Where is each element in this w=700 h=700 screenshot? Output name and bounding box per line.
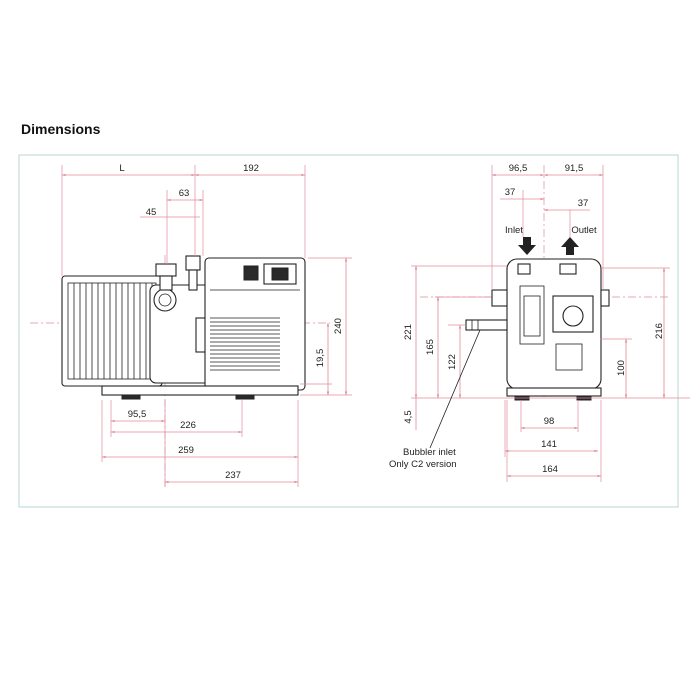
dim-237-label: 237	[225, 470, 241, 481]
power-switch	[243, 265, 259, 281]
inlet-arrow-icon	[518, 237, 536, 255]
dim-95-5-label: 95,5	[128, 409, 147, 420]
base-plate	[101, 385, 299, 400]
power-socket	[271, 267, 289, 281]
page-title: Dimensions	[21, 121, 101, 137]
dim-96-5-label: 96,5	[509, 163, 528, 174]
outlet-label: Outlet	[571, 225, 597, 236]
dim-45-label: 45	[146, 207, 157, 218]
dim-19-5-label: 19,5	[315, 349, 326, 368]
drawing-frame	[18, 154, 679, 508]
front-view: Inlet Outlet 96,5 91,5 37 37	[389, 163, 690, 482]
dim-100-label: 100	[616, 360, 627, 376]
bubbler-label-line2: Only C2 version	[389, 459, 457, 470]
motor-body	[204, 257, 306, 391]
dim-91-5-label: 91,5	[565, 163, 584, 174]
motor-fins	[61, 275, 163, 387]
dim-37a-label: 37	[505, 187, 516, 198]
dim-165-label: 165	[425, 339, 436, 355]
dim-122-label: 122	[447, 354, 458, 370]
dim-L-label: L	[119, 163, 124, 174]
inlet-label: Inlet	[505, 225, 523, 236]
dim-141-label: 141	[541, 439, 557, 450]
dim-240-label: 240	[333, 318, 344, 334]
dim-259-label: 259	[178, 445, 194, 456]
pump-head	[149, 255, 211, 384]
dim-226-label: 226	[180, 420, 196, 431]
bubbler-leader-line	[429, 329, 481, 449]
dim-37b-label: 37	[578, 198, 589, 209]
outlet-arrow-icon	[561, 237, 579, 255]
dim-164-label: 164	[542, 464, 558, 475]
dim-4-5-label: 4,5	[403, 410, 414, 423]
dim-216-label: 216	[654, 323, 665, 339]
pump-front-body	[465, 258, 610, 401]
dim-98-label: 98	[544, 416, 555, 427]
bubbler-label-line1: Bubbler inlet	[403, 447, 456, 458]
front-extension-lines	[411, 165, 690, 482]
dim-221-label: 221	[403, 324, 414, 340]
side-view: L 192 63 45 240 19,5 95,5 226 259 237	[30, 163, 352, 487]
dim-192-label: 192	[243, 163, 259, 174]
dim-63-label: 63	[179, 188, 190, 199]
